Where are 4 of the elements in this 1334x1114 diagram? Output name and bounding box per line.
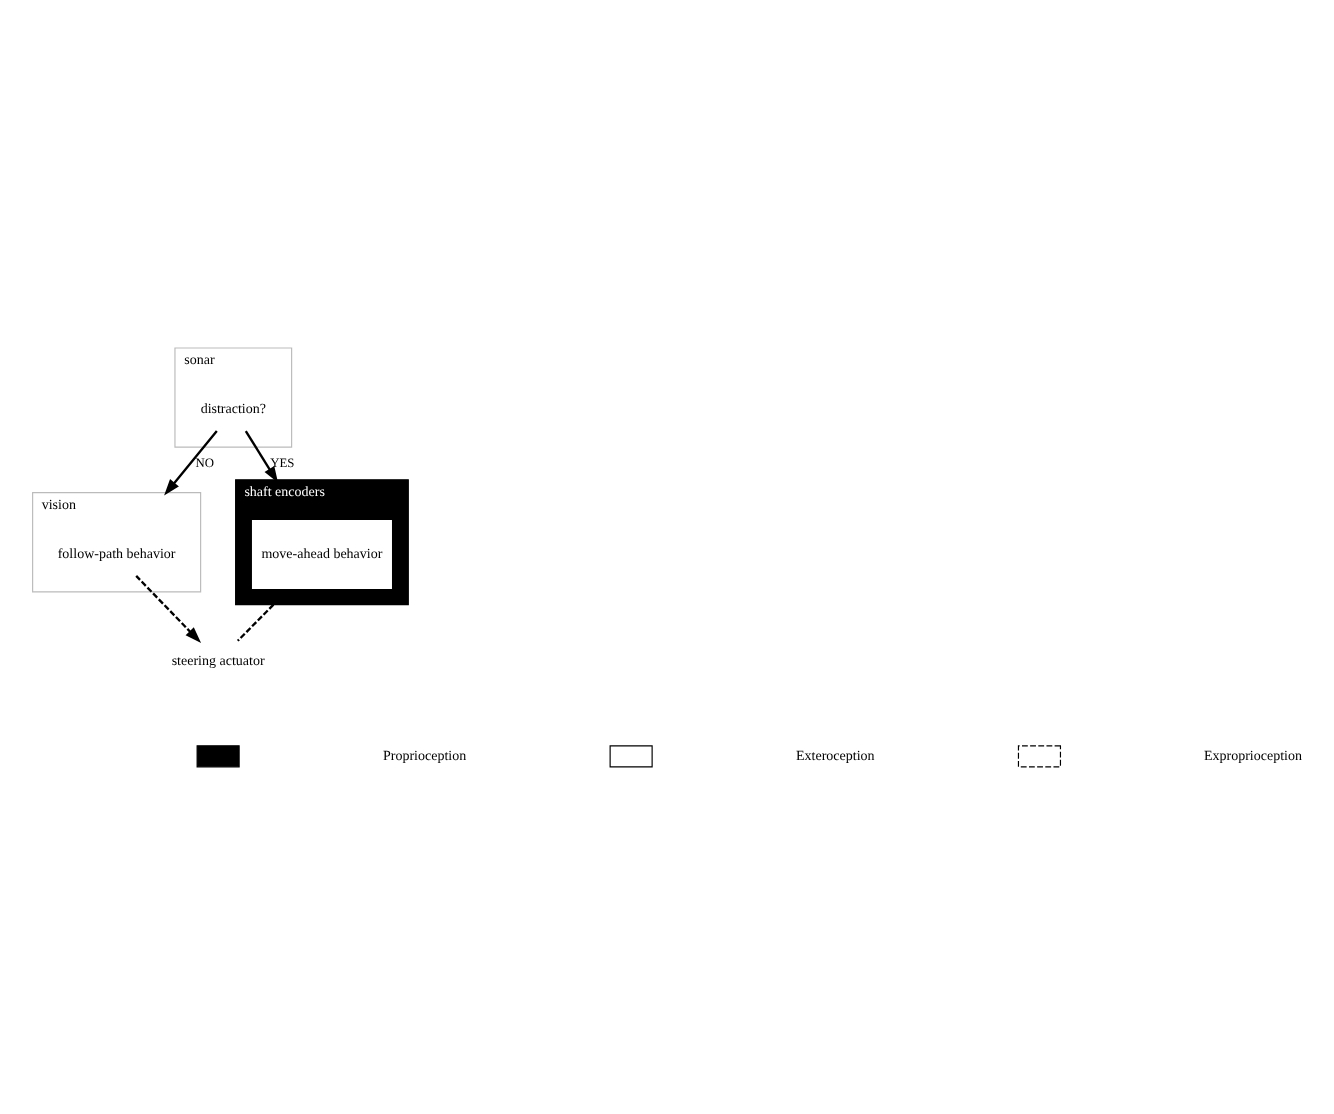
- arrow: [164, 429, 218, 495]
- connector: [236, 602, 275, 641]
- arrow: [135, 574, 202, 642]
- arrow: [244, 429, 279, 482]
